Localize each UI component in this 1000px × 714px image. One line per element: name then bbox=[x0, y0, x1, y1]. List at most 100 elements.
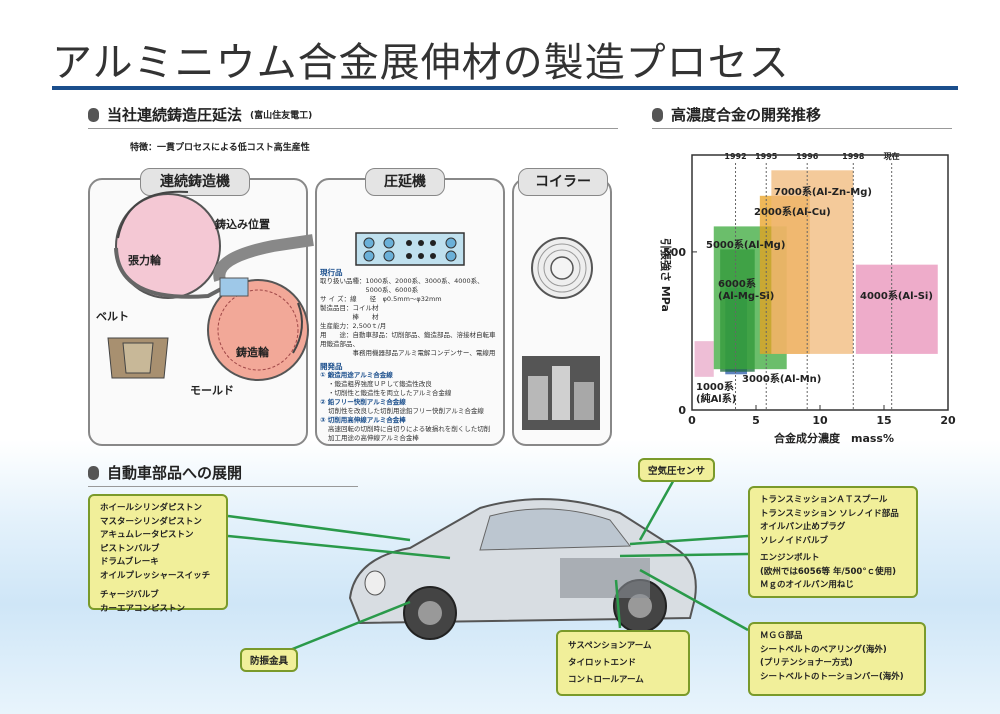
series-label: (Al-Mg-Si) bbox=[718, 291, 774, 302]
x-axis-label: 合金成分濃度 mass% bbox=[774, 431, 894, 445]
list-item: シートベルトのベアリング(海外) bbox=[760, 644, 887, 655]
series-label: 4000系(Al-Si) bbox=[860, 289, 933, 302]
label-mold: モールド bbox=[190, 384, 234, 397]
y-axis-label: 引張強さ MPa bbox=[659, 238, 673, 312]
dev-item-head: ③ 切削用高伸線アルミ合金棒 bbox=[320, 416, 406, 424]
year-label: 現在 bbox=[884, 151, 900, 161]
panel-caster-label: 連続鋳造機 bbox=[140, 168, 250, 196]
list-item: オイルプレッシャースイッチ bbox=[100, 570, 211, 581]
section-heading-auto: 自動車部品への展開 bbox=[88, 462, 242, 483]
caster-diagram bbox=[107, 190, 314, 381]
list-item: タイロットエンド bbox=[568, 658, 637, 668]
list-item: トランスミッション ソレノイド部品 bbox=[760, 508, 899, 519]
tension-wheel bbox=[115, 193, 221, 299]
list-item: (欧州では6056等 年/500°ｃ使用) bbox=[760, 566, 896, 577]
year-label: 1996 bbox=[796, 152, 819, 161]
label-pour: 鋳込み位置 bbox=[215, 218, 270, 231]
dev-item-line: ・切削性と鍛造性を両立したアルミ合金線 bbox=[328, 389, 452, 397]
section-heading-casting: 当社連続鋳造圧延法 (富山住友電工) bbox=[88, 104, 312, 125]
list-item: トランスミッションＡＴスプール bbox=[760, 495, 888, 505]
year-label: 1995 bbox=[755, 152, 778, 161]
tension-arrow bbox=[117, 190, 189, 239]
bullet-icon bbox=[88, 107, 99, 122]
dev-item-line: ・鍛造粗界強度ＵＰして鍛造性改良 bbox=[328, 380, 432, 388]
section-rule bbox=[88, 486, 358, 487]
section-heading-text: 当社連続鋳造圧延法 bbox=[107, 106, 243, 124]
series-label: 6000系 bbox=[718, 277, 756, 290]
list-item: エンジンボルト bbox=[760, 553, 820, 563]
label-belt: ベルト bbox=[96, 310, 129, 323]
box-mgg-parts: ＭＧＧ部品 シートベルトのベアリング(海外) (プリテンショナー方式) シートベ… bbox=[748, 622, 926, 696]
products-title: 現行品 bbox=[320, 268, 343, 277]
year-label: 1998 bbox=[842, 152, 865, 161]
panel-rolling-label: 圧延機 bbox=[365, 168, 445, 196]
title-rule bbox=[52, 86, 958, 90]
dev-item-line: 切削性を改良した切削用途鉛フリー快削アルミ合金線 bbox=[328, 407, 484, 415]
list-item: マスターシリンダピストン bbox=[100, 516, 202, 527]
label-wheel: 鋳造輪 bbox=[236, 346, 269, 359]
x-tick-label: 5 bbox=[752, 414, 760, 427]
year-label: 1992 bbox=[724, 152, 746, 161]
casting-arrow bbox=[292, 302, 303, 354]
y-tick-label: 0 bbox=[678, 404, 686, 417]
section-heading-alloy: 高濃度合金の開発推移 bbox=[652, 104, 821, 125]
section-heading-note: (富山住友電工) bbox=[250, 111, 313, 121]
coil-icon bbox=[531, 237, 593, 299]
chart-region bbox=[771, 170, 854, 354]
x-tick-label: 15 bbox=[876, 414, 891, 427]
list-item: (プリテンショナー方式) bbox=[760, 658, 853, 668]
products-line: 製造品目：コイル材 bbox=[320, 304, 379, 312]
list-item: ドラムブレーキ bbox=[100, 557, 159, 567]
products-line: 用 途：自動車部品：切削部品、鍛造部品、溶接材自転車用鍛造部品、 bbox=[320, 331, 496, 348]
page-title: アルミニウム合金展伸材の製造プロセス bbox=[52, 40, 790, 86]
box-transmission-parts: トランスミッションＡＴスプール トランスミッション ソレノイド部品 オイルパン止… bbox=[748, 486, 918, 598]
panel-coiler-label: コイラー bbox=[518, 168, 608, 196]
bullet-icon bbox=[88, 465, 99, 480]
panel-rolling bbox=[315, 178, 505, 446]
box-suspension-parts: サスペンションアーム タイロットエンド コントロールアーム bbox=[556, 630, 690, 696]
list-item: カーエアコンピストン bbox=[100, 603, 186, 614]
section-heading-text: 高濃度合金の開発推移 bbox=[671, 106, 822, 124]
list-item: ピストンバルブ bbox=[100, 543, 160, 554]
list-item: アキュムレータピストン bbox=[100, 530, 194, 540]
products-line: 取り扱い品種：1000系、2000系、3000系、4000系、 bbox=[320, 277, 484, 285]
bullet-icon bbox=[652, 107, 663, 122]
x-tick-label: 20 bbox=[940, 414, 956, 427]
products-line: 事務用機器部品アルミ電解コンデンサー、電線用 bbox=[320, 349, 496, 357]
list-item: コントロールアーム bbox=[568, 675, 644, 685]
casting-wheel-inner bbox=[217, 289, 299, 371]
list-item: シートベルトのトーションバー(海外) bbox=[760, 671, 904, 682]
feature-text: 特徴：一貫プロセスによる低コスト高生産性 bbox=[130, 143, 310, 153]
connector-lines bbox=[227, 475, 749, 660]
series-label: 2000系(Al-Cu) bbox=[754, 205, 831, 218]
label-anti-vibration: 防振金具 bbox=[240, 648, 299, 672]
y-tick-label: 500 bbox=[663, 246, 686, 259]
pour-block bbox=[219, 277, 249, 297]
list-item: サスペンションアーム bbox=[568, 641, 652, 651]
dev-item-line: 高速回転の切削時に自切りによる破損れを削くした切削 bbox=[328, 425, 491, 433]
label-sensor: 空気圧センサ bbox=[638, 458, 716, 482]
series-label: 3000系(Al-Mn) bbox=[742, 372, 821, 385]
products-line: 生産能力：2,500ｔ/月 bbox=[320, 322, 387, 330]
casting-wheel bbox=[207, 279, 309, 381]
list-item: オイルパン止めプラグ bbox=[760, 522, 846, 532]
belt-top bbox=[213, 234, 314, 282]
dev-item-head: ① 鍛造用途アルミ合金線 bbox=[320, 371, 393, 379]
list-item: チャージバルブ bbox=[100, 590, 159, 600]
box-brake-parts: ホイールシリンダピストン マスターシリンダピストン アキュムレータピストン ピス… bbox=[88, 494, 228, 614]
series-label: 1000系 bbox=[696, 380, 734, 393]
belt-path bbox=[114, 247, 224, 299]
products-line: 棒 材 bbox=[320, 313, 379, 321]
series-label: (純Al系) bbox=[696, 392, 736, 405]
series-label: 7000系(Al-Zn-Mg) bbox=[774, 185, 872, 198]
list-item: ソレノイドバルブ bbox=[760, 535, 829, 546]
list-item: Ｍｇのオイルパン用ねじ bbox=[760, 580, 854, 590]
section-rule bbox=[88, 128, 618, 129]
dev-item-head: ② 鉛フリー快削アルミ合金線 bbox=[320, 398, 406, 406]
label-tension: 張力輪 bbox=[128, 254, 161, 267]
dev-item-line: 加工用途の高伸線アルミ合金棒 bbox=[328, 434, 419, 442]
chart-region bbox=[694, 341, 714, 377]
products-block: 現行品 取り扱い品種：1000系、2000系、3000系、4000系、 5000… bbox=[320, 268, 500, 443]
products-line: サ イ ズ：線 径 φ0.5mm～φ32mm bbox=[320, 295, 442, 303]
list-item: ＭＧＧ部品 bbox=[760, 631, 803, 641]
